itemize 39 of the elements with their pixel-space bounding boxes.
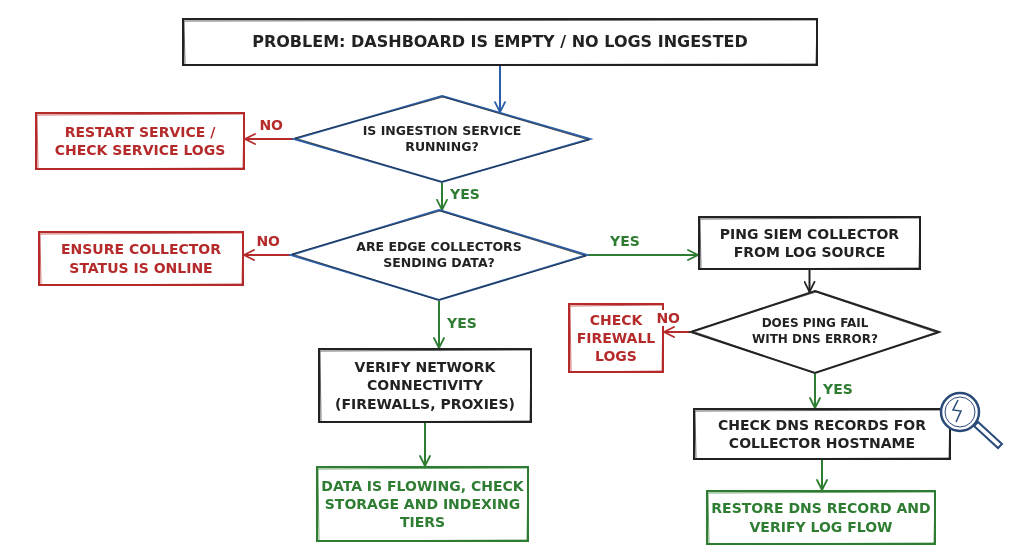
process-box (698, 216, 921, 270)
node-text: PING SIEM COLLECTOR FROM LOG SOURCE (718, 224, 901, 262)
node-text: ARE EDGE COLLECTORS SENDING DATA? (355, 238, 523, 272)
action-box (35, 112, 245, 170)
arrow (433, 300, 445, 349)
edge-label: YES (821, 381, 855, 397)
node-text: ENSURE COLLECTOR STATUS IS ONLINE (59, 240, 222, 277)
process-box (693, 408, 951, 460)
arrow (587, 249, 699, 261)
edge-label: YES (608, 233, 642, 249)
edge-label: NO (254, 233, 282, 249)
decision-diamond (290, 209, 588, 301)
problem-box (182, 18, 818, 66)
arrow (663, 326, 691, 338)
arrow (419, 422, 431, 467)
node-text: RESTORE DNS RECORD AND VERIFY LOG FLOW (710, 499, 932, 536)
node-text: CHECK DNS RECORDS FOR COLLECTOR HOSTNAME (717, 415, 927, 453)
decision-diamond (293, 95, 591, 183)
node-text: IS INGESTION SERVICE RUNNING? (361, 122, 523, 156)
decision-diamond (690, 290, 940, 374)
arrow (244, 133, 294, 145)
node-text: DOES PING FAIL WITH DNS ERROR? (751, 316, 879, 348)
arrow (494, 65, 506, 114)
result-box (706, 490, 936, 545)
node-text: PROBLEM: DASHBOARD IS EMPTY / NO LOGS INGESTED (251, 31, 749, 53)
node-text: VERIFY NETWORK CONNECTIVITY (FIREWALLS, PROXIES) (334, 358, 516, 413)
result-box (316, 466, 529, 542)
arrow (816, 459, 828, 491)
arrow (809, 373, 821, 409)
action-box (38, 231, 244, 286)
process-box (318, 348, 532, 423)
arrow (436, 182, 448, 211)
node-text: RESTART SERVICE / CHECK SERVICE LOGS (53, 122, 227, 160)
edge-label: NO (257, 117, 285, 133)
edge-label: NO (654, 310, 682, 326)
arrow (243, 249, 291, 261)
arrow (803, 269, 816, 293)
node-text: CHECK FIREWALL LOGS (575, 310, 657, 366)
node-text: DATA IS FLOWING, CHECK STORAGE AND INDEXING TIERS (320, 476, 525, 532)
